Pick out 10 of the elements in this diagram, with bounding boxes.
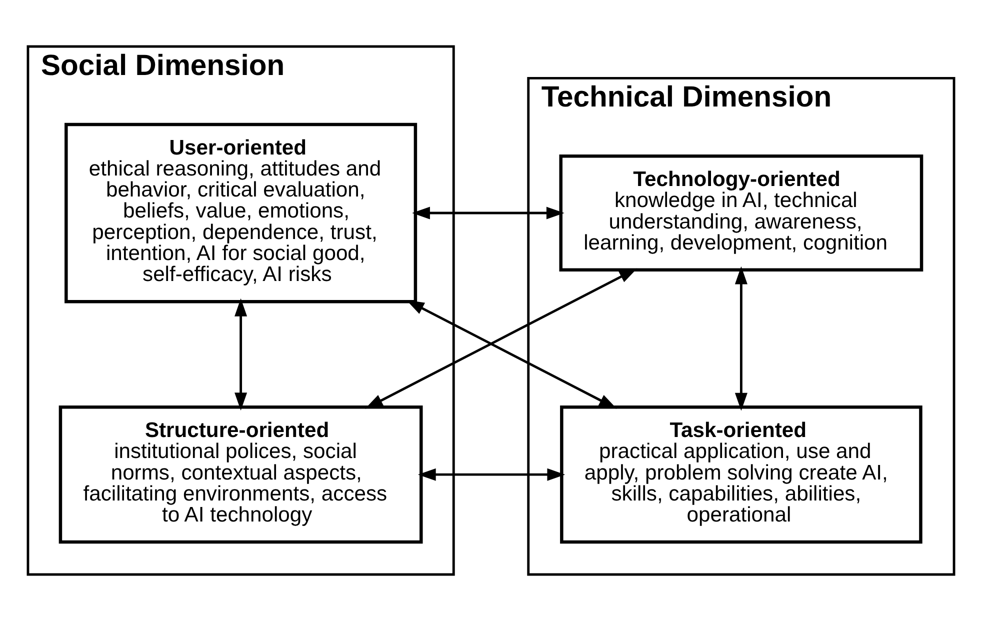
node-box: User-oriented ethical reasoning, attitudes and behavior, critical evaluation, beliefs, value, emotions, perception, dependence, trust, intention, AI for social good, self-efficacy, AI risks: [64, 122, 418, 304]
arrow: [234, 298, 248, 411]
arrow: [412, 206, 564, 220]
node-box: Structure-oriented institutional polices, social norms, contextual aspects, facilitating environments, access to AI technology: [58, 406, 423, 544]
node-box: Technology-oriented knowledge in AI, technical understanding, awareness, learning, development, cognition: [559, 154, 924, 272]
node-box: Task-oriented practical application, use and apply, problem solving create AI, skills, capabilities, abilities, operational: [560, 406, 922, 544]
arrow: [406, 300, 617, 409]
arrow: [418, 468, 566, 481]
arrow: [734, 266, 748, 411]
arrow: [365, 268, 638, 409]
